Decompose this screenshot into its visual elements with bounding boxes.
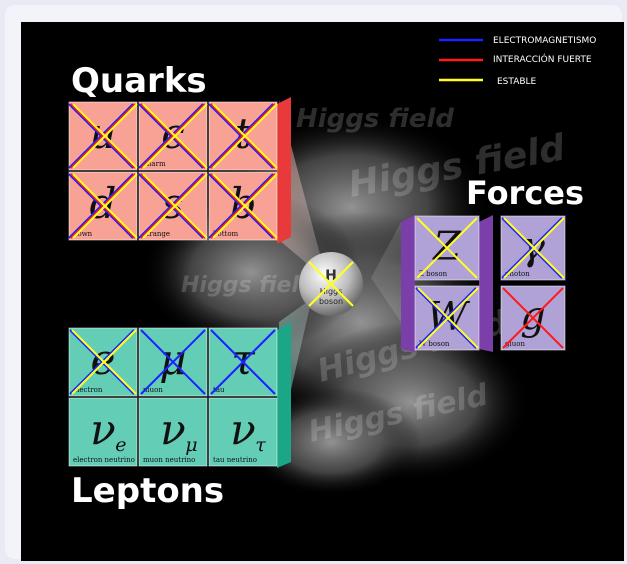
lepton-cell-cross-line [71,329,137,395]
lepton-cell-caption: electron [73,386,103,394]
quark-cell-caption: strange [143,230,170,238]
quark-cell-cross-line [72,103,138,169]
quarks-heading: Quarks [71,61,207,101]
lepton-cell-symbol: τ [231,335,255,384]
force-cell-cross-line [501,217,563,279]
lepton-cell-face [68,397,138,467]
force-cell-symbol: g [520,294,545,340]
quark-cell-cross-line [212,173,278,239]
quark-cell: ccharm [138,101,208,171]
higgs-boson: H Higgs boson [299,252,363,316]
legend: ELECTROMAGNETISMO INTERACCIÓN FUERTE EST… [439,36,596,87]
lepton-cell: μ muon [138,327,208,397]
lepton-cell-subscript: e [115,434,126,456]
quark-cell-cross-line [72,173,138,239]
standard-model-diagram: Higgs field Higgs field Higgs field Higg… [21,22,624,561]
quark-cell-cross-line [212,103,278,169]
force-cell-caption: W boson [419,340,450,348]
force-block-side-left [401,215,415,352]
legend-label-stable: ESTABLE [497,77,537,87]
higgs-label-line2: boson [319,297,343,306]
lepton-cell-cross-line [210,329,276,395]
lepton-cell-caption: muon neutrino [143,456,195,464]
force-cell-cross-line [415,287,477,349]
lepton-cell-face [138,397,208,467]
lepton-cell-subscript: μ [185,434,197,456]
page-frame: Higgs field Higgs field Higgs field Higg… [5,5,624,561]
higgs-field-text: Higgs field [181,273,315,298]
quark-cell: bbottom [208,171,278,241]
quark-cell-cross-line [142,103,208,169]
lepton-cell-caption: electron neutrino [73,456,135,464]
quark-cell-cross-line [210,173,276,239]
quark-cell-cross-line [68,103,134,169]
quark-cell-cross-line [70,173,136,239]
lepton-cell-caption: tau neutrino [213,456,257,464]
force-cell-caption: gluon [505,340,525,348]
lepton-cell-cross-line [140,329,206,395]
quark-cell-cross-line [68,173,134,239]
lepton-cell-caption: muon [143,386,163,394]
quark-block-side [277,97,291,244]
diagram-canvas: Higgs field Higgs field Higgs field Higg… [68,36,596,511]
lepton-cell-symbol: ν [160,405,186,454]
quark-cells: uccharmtddownsstrangebbottom [68,101,278,241]
leptons-heading: Leptons [71,471,224,511]
quark-cell-cross-line [142,173,208,239]
force-beam [371,222,401,322]
force-cell-caption: photon [505,270,530,278]
quark-cell: t [208,101,278,171]
quark-cell-cross-line [208,173,274,239]
lepton-cell-subscript: τ [255,434,266,456]
quark-cell-cross-line [208,103,274,169]
quark-cell-caption: charm [143,160,166,168]
higgs-symbol: H [325,268,337,284]
quark-cell: sstrange [138,171,208,241]
quark-cell-cross-line [210,103,276,169]
higgs-label-line1: Higgs [320,287,343,296]
legend-label-electromagnetism: ELECTROMAGNETISMO [493,36,596,46]
lepton-cell-symbol: μ [159,335,186,384]
lepton-cell-caption: tau [213,386,225,394]
force-cell-cross-line [417,287,479,349]
lepton-block: eelectronμmuonτtauνeelectron neutrinoνμm… [68,322,291,468]
legend-label-strong: INTERACCIÓN FUERTE [493,53,592,65]
force-cell: γphoton [500,215,566,281]
force-cell-cross-line [502,287,564,349]
lepton-block-side [277,322,291,468]
quark-cell: ddown [68,171,138,241]
higgs-stable-line [308,261,354,307]
quark-cell-cross-line [138,173,204,239]
quark-cell-cross-line [140,103,206,169]
lepton-cell-face [208,397,278,467]
quark-cell-cross-line [140,173,206,239]
force-cell: ZZ boson [414,215,480,281]
lepton-cells: eelectronμmuonτtauνeelectron neutrinoνμm… [68,327,278,467]
quark-cell: u [68,101,138,171]
lepton-cell-cross-line [69,329,135,395]
force-cell-cross-line [503,217,565,279]
force-cell: WW boson [414,285,480,351]
quark-cell-cross-line [138,103,204,169]
quark-cell-cross-line [70,103,136,169]
higgs-field-text: Higgs field [296,104,454,134]
force-cell-caption: Z boson [419,270,448,278]
lepton-cell-symbol: ν [230,405,256,454]
quark-cell-caption: down [73,230,93,238]
force-cell-cross-line [416,217,478,279]
quark-block: uccharmtddownsstrangebbottom [68,97,291,244]
forces-heading: Forces [466,174,584,212]
quark-cell-caption: bottom [213,230,239,238]
force-block-side-mid [479,215,493,352]
lepton-cell-symbol: ν [90,405,116,454]
